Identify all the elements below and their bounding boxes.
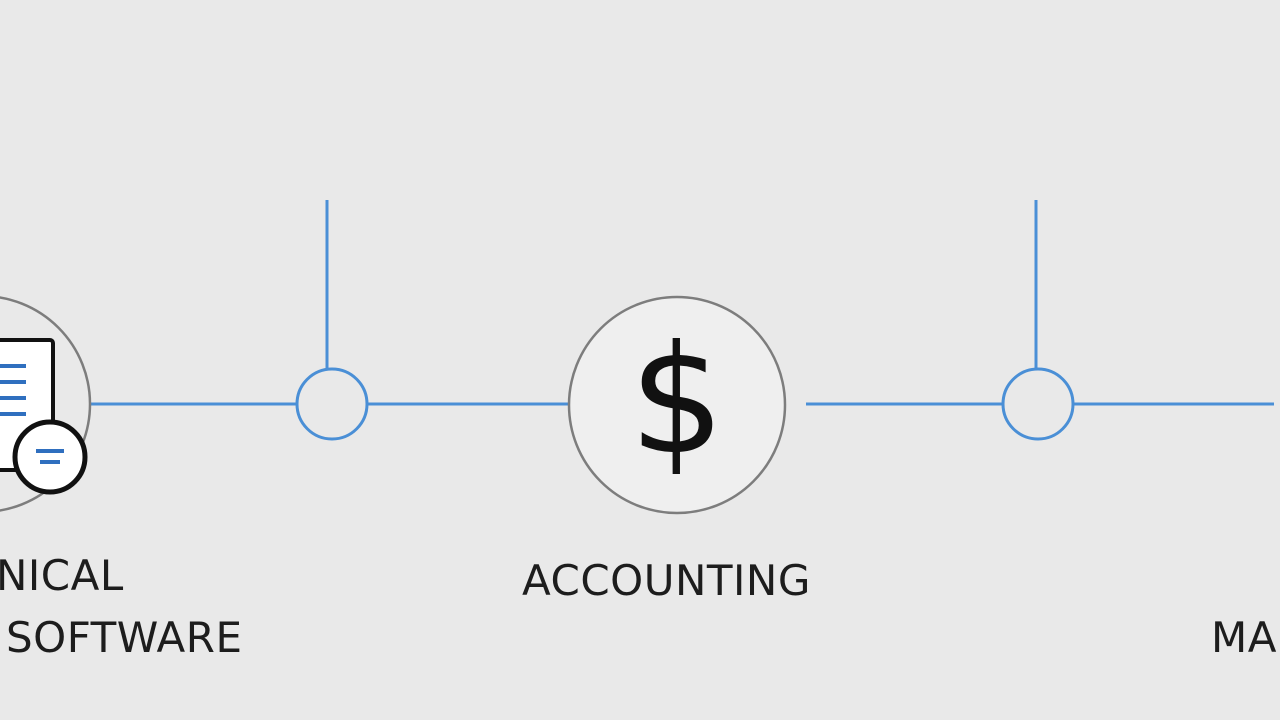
- dollar-sign-icon: $: [567, 295, 787, 515]
- label-technical-line2: SOFTWARE: [6, 613, 243, 662]
- dollar-glyph: $: [629, 314, 724, 488]
- document-chat-icon: [0, 296, 92, 512]
- label-technical-line1: NICAL: [0, 551, 124, 600]
- label-accounting: ACCOUNTING: [522, 556, 811, 605]
- node-circle-2: [1001, 367, 1075, 441]
- node-circle-1: [295, 367, 369, 441]
- label-right-partial: MA: [1211, 613, 1277, 662]
